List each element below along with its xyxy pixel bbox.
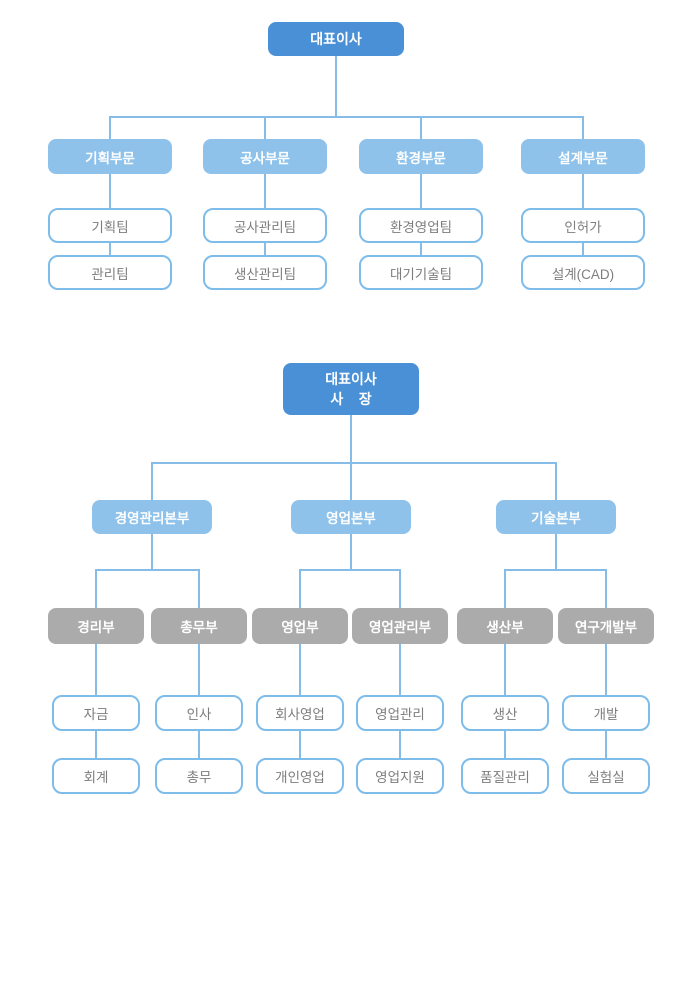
- connector-line: [95, 644, 97, 695]
- connector-line: [264, 243, 266, 255]
- org1-root-box: 대표이사: [268, 22, 404, 56]
- connector-line: [299, 731, 301, 758]
- org1-team-box: 환경영업팀: [359, 208, 483, 243]
- org1-team-box: 기획팀: [48, 208, 172, 243]
- connector-line: [264, 174, 266, 208]
- org2-unit-box: 총무: [155, 758, 243, 794]
- org2-division-box: 기술본부: [496, 500, 616, 534]
- org2-unit-box: 회사영업: [256, 695, 344, 731]
- org2-department-box: 총무부: [151, 608, 247, 644]
- org2-division-box: 영업본부: [291, 500, 411, 534]
- org2-root-line1: 대표이사: [325, 370, 377, 387]
- connector-line: [420, 174, 422, 208]
- org2-root-box: 대표이사 사 장: [283, 363, 419, 415]
- org2-department-box: 경리부: [48, 608, 144, 644]
- org2-root-line2: 사 장: [330, 391, 372, 407]
- connector-line: [299, 570, 301, 608]
- connector-line: [299, 569, 401, 571]
- connector-line: [504, 731, 506, 758]
- connector-line: [420, 117, 422, 139]
- connector-line: [555, 534, 557, 570]
- org1-branch-box: 기획부문: [48, 139, 172, 174]
- connector-line: [95, 731, 97, 758]
- org2-unit-box: 자금: [52, 695, 140, 731]
- connector-line: [399, 731, 401, 758]
- connector-line: [582, 243, 584, 255]
- org2-department-box: 영업부: [252, 608, 348, 644]
- org1-team-box: 대기기술팀: [359, 255, 483, 290]
- connector-line: [350, 463, 352, 500]
- connector-line: [95, 569, 200, 571]
- connector-line: [420, 243, 422, 255]
- connector-line: [151, 462, 557, 464]
- connector-line: [504, 570, 506, 608]
- org1-team-box: 공사관리팀: [203, 208, 327, 243]
- connector-line: [582, 117, 584, 139]
- connector-line: [335, 56, 337, 117]
- connector-line: [198, 644, 200, 695]
- connector-line: [399, 644, 401, 695]
- org1-branch-box: 공사부문: [203, 139, 327, 174]
- org2-unit-box: 실험실: [562, 758, 650, 794]
- connector-line: [504, 569, 607, 571]
- org2-department-box: 연구개발부: [558, 608, 654, 644]
- org2-division-box: 경영관리본부: [92, 500, 212, 534]
- org2-department-box: 생산부: [457, 608, 553, 644]
- connector-line: [151, 534, 153, 570]
- org2-unit-box: 회계: [52, 758, 140, 794]
- org1-team-box: 관리팀: [48, 255, 172, 290]
- connector-line: [350, 415, 352, 463]
- connector-line: [109, 117, 111, 139]
- connector-line: [504, 644, 506, 695]
- org2-unit-box: 개발: [562, 695, 650, 731]
- org1-team-box: 생산관리팀: [203, 255, 327, 290]
- connector-line: [198, 731, 200, 758]
- connector-line: [151, 463, 153, 500]
- connector-line: [264, 117, 266, 139]
- connector-line: [95, 570, 97, 608]
- org2-unit-box: 인사: [155, 695, 243, 731]
- org2-unit-box: 영업지원: [356, 758, 444, 794]
- connector-line: [350, 534, 352, 570]
- connector-line: [399, 570, 401, 608]
- connector-line: [198, 570, 200, 608]
- org2-department-box: 영업관리부: [352, 608, 448, 644]
- org1-branch-box: 환경부문: [359, 139, 483, 174]
- connector-line: [605, 731, 607, 758]
- org1-branch-box: 설계부문: [521, 139, 645, 174]
- connector-line: [582, 174, 584, 208]
- connector-line: [109, 174, 111, 208]
- connector-line: [605, 570, 607, 608]
- org1-team-box: 인허가: [521, 208, 645, 243]
- org2-unit-box: 품질관리: [461, 758, 549, 794]
- org2-unit-box: 생산: [461, 695, 549, 731]
- connector-line: [299, 644, 301, 695]
- org2-unit-box: 영업관리: [356, 695, 444, 731]
- connector-line: [109, 243, 111, 255]
- org1-team-box: 설계(CAD): [521, 255, 645, 290]
- connector-line: [555, 463, 557, 500]
- org2-unit-box: 개인영업: [256, 758, 344, 794]
- connector-line: [605, 644, 607, 695]
- connector-line: [109, 116, 584, 118]
